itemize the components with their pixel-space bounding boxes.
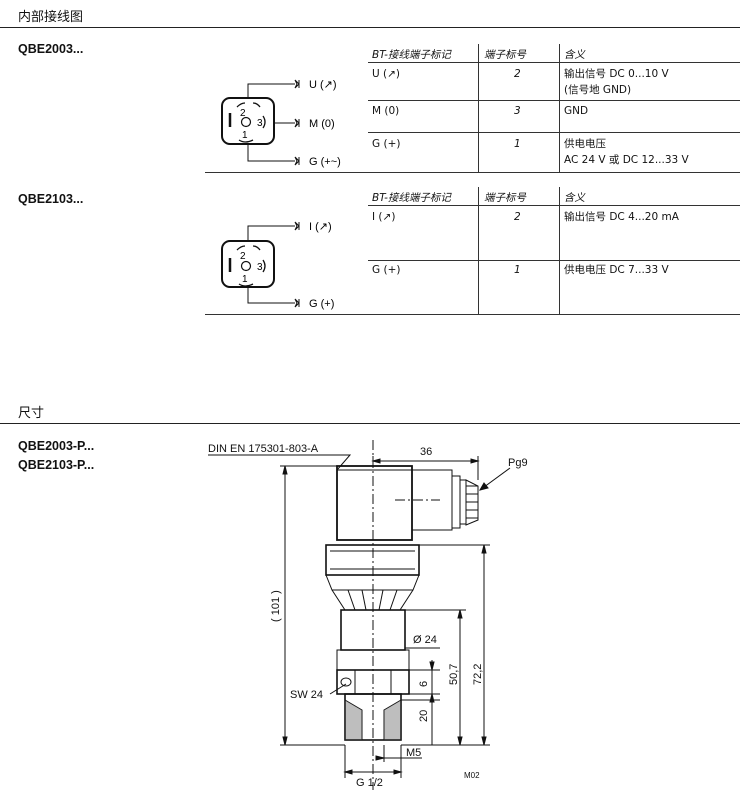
pin-3-label: 3 xyxy=(257,118,263,129)
wiring-section-title: 内部接线图 xyxy=(18,10,84,25)
pin-1-label: 1 xyxy=(242,130,248,141)
connector-standard-label: DIN EN 175301-803-A xyxy=(208,443,319,455)
table-cell-meaning: (信号地 GND) xyxy=(564,84,632,96)
terminal-m-label: M (0) xyxy=(309,118,335,130)
drawing-code-label: M02 xyxy=(464,771,480,780)
pin-2-label: 2 xyxy=(240,108,246,119)
table-cell-meaning: 供电电压 DC 7...33 V xyxy=(564,264,669,276)
table-cell-meaning: GND xyxy=(564,105,589,117)
table-cell-meaning: 供电电压 xyxy=(564,138,606,150)
dim-36-label: 36 xyxy=(420,446,432,458)
table-cell-meaning: AC 24 V 或 DC 12...33 V xyxy=(564,154,689,166)
pin-2-label: 2 xyxy=(240,251,246,262)
table-cell-number: 2 xyxy=(514,211,521,223)
terminal-i-label: I (↗) xyxy=(309,221,332,233)
table-header-mark: BT-接线端子标记 xyxy=(372,49,451,61)
dim-m5-label: M5 xyxy=(406,747,421,759)
table-header-number: 端子标号 xyxy=(484,49,526,61)
terminal-table-qbe2003: BT-接线端子标记 端子标号 含义 U (↗) 2 输出信号 DC 0...10… xyxy=(368,44,740,172)
table-header-mark: BT-接线端子标记 xyxy=(372,192,451,204)
dim-101-label: ( 101 ) xyxy=(270,590,282,622)
model-label-qbe2103: QBE2103... xyxy=(18,192,84,206)
table-header-meaning: 含义 xyxy=(564,192,585,204)
table-header-meaning: 含义 xyxy=(564,49,585,61)
table-header-number: 端子标号 xyxy=(484,192,526,204)
section-divider xyxy=(0,27,740,28)
section-divider xyxy=(0,423,740,424)
dimensions-section-title: 尺寸 xyxy=(18,406,45,421)
table-cell-meaning: 输出信号 DC 0...10 V xyxy=(564,68,669,80)
dim-72-2-label: 72,2 xyxy=(472,664,484,685)
dim-20-label: 20 xyxy=(418,710,430,722)
dim-6-label: 6 xyxy=(418,681,430,687)
connector-diagram-a: 2 3 1 U (↗) M (0) G (+~) xyxy=(221,79,341,168)
model-label-qbe2003: QBE2003... xyxy=(18,42,84,56)
table-cell-number: 1 xyxy=(514,138,521,150)
dim-g12-label: G 1/2 xyxy=(356,777,383,789)
model-label-qbe2003-p: QBE2003-P... xyxy=(18,439,95,453)
connector-diagram-b: 2 3 1 I (↗) G (+) xyxy=(221,221,334,310)
table-cell-mark: U (↗) xyxy=(372,68,401,80)
table-cell-number: 2 xyxy=(514,68,521,80)
dimension-drawing: DIN EN 175301-803-A 36 Pg9 ( 101 ) Ø 24 … xyxy=(208,440,528,790)
table-cell-meaning: 输出信号 DC 4...20 mA xyxy=(564,211,679,223)
dim-pg9-label: Pg9 xyxy=(508,457,528,469)
table-cell-number: 1 xyxy=(514,264,521,276)
table-cell-number: 3 xyxy=(514,105,521,117)
table-cell-mark: G (+) xyxy=(372,138,401,150)
terminal-u-label: U (↗) xyxy=(309,79,337,91)
table-cell-mark: I (↗) xyxy=(372,211,396,223)
model-label-qbe2103-p: QBE2103-P... xyxy=(18,458,95,472)
table-cell-mark: M (0) xyxy=(372,105,400,117)
table-cell-mark: G (+) xyxy=(372,264,401,276)
pin-1-label: 1 xyxy=(242,274,248,285)
terminal-g-label: G (+) xyxy=(309,298,334,310)
terminal-table-qbe2103: BT-接线端子标记 端子标号 含义 I (↗) 2 输出信号 DC 4...20… xyxy=(368,187,740,314)
dim-50-7-label: 50,7 xyxy=(448,664,460,685)
terminal-g-label: G (+~) xyxy=(309,156,341,168)
dim-sw24-label: SW 24 xyxy=(290,689,323,701)
pin-3-label: 3 xyxy=(257,262,263,273)
dim-diameter-24-label: Ø 24 xyxy=(413,634,437,646)
